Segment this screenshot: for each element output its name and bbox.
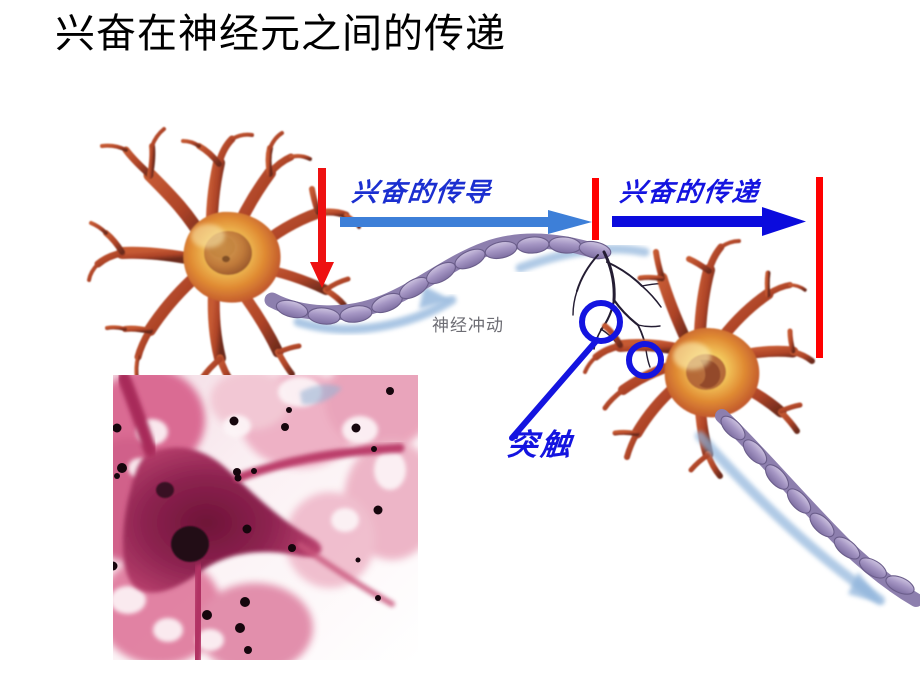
divider-bar-right	[816, 177, 823, 358]
conduction-arrow	[340, 210, 592, 234]
synapse-callout	[509, 300, 664, 441]
transmission-arrow	[612, 207, 806, 236]
label-conduction: 兴奋的传导	[350, 178, 494, 208]
label-synapse: 突触	[505, 428, 576, 463]
neuron-micrograph	[113, 375, 418, 660]
right-axon	[695, 409, 920, 607]
red-down-arrow	[310, 168, 334, 288]
synapse-leader-line	[509, 337, 600, 441]
divider-bar-middle	[592, 178, 599, 240]
label-transmission: 兴奋的传递	[618, 178, 762, 208]
left-axon	[264, 233, 650, 334]
synapse-circle-2	[626, 341, 664, 379]
label-nerve-impulse: 神经冲动	[432, 316, 504, 336]
right-neuron	[583, 239, 815, 479]
page-title: 兴奋在神经元之间的传递	[55, 11, 506, 57]
synapse-circle-1	[579, 300, 623, 344]
